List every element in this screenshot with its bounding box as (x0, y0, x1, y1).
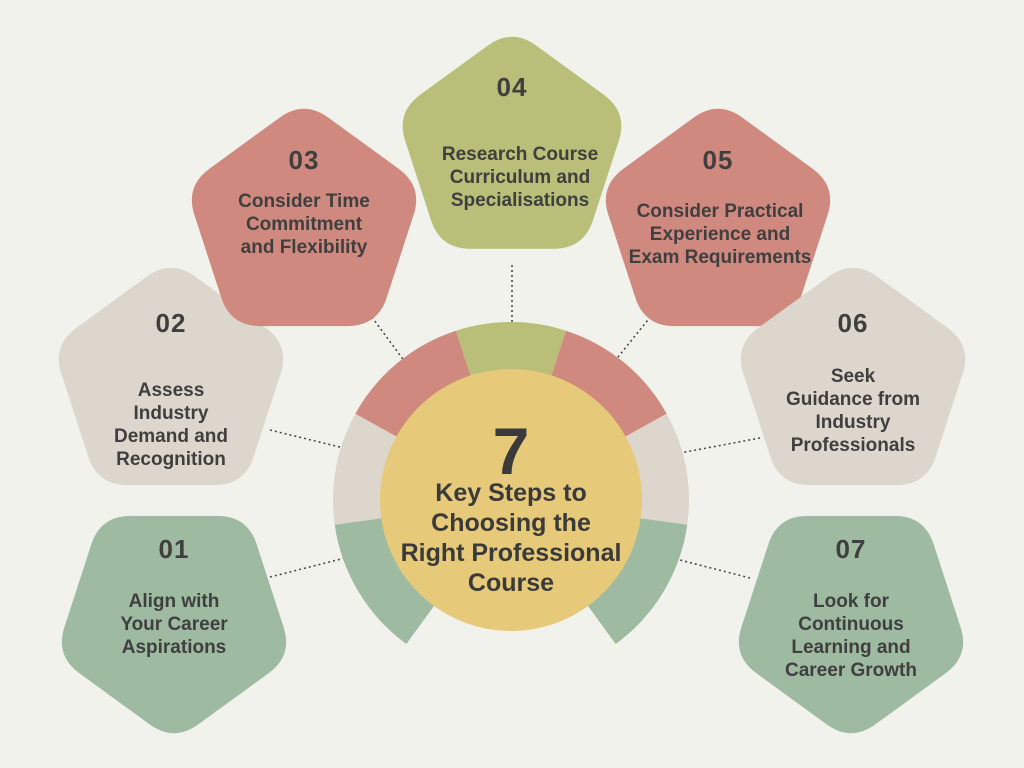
step-label-line: Industry (815, 412, 891, 433)
step-label-line: Research Course (441, 144, 599, 165)
center-number: 7 (492, 414, 530, 488)
center-title-line: Course (467, 569, 555, 597)
ring-segment-04 (455, 322, 567, 379)
step-label-line: Industry (133, 403, 209, 424)
center-circle (380, 369, 642, 631)
step-label-line: Exam Requirements (628, 247, 812, 268)
step-label-line: Look for (813, 591, 889, 612)
step-label-line: Demand and (113, 426, 229, 447)
step-label-line: Experience and (649, 224, 791, 245)
step-label-line: Your Career (120, 614, 228, 635)
step-label-line: Continuous (798, 614, 904, 635)
ring-segment-01 (334, 517, 436, 645)
center-title-line: Right Professional (400, 539, 622, 567)
ring-segment-05 (550, 330, 667, 438)
step-label-line: Curriculum and (449, 167, 591, 188)
connector-line-06 (679, 437, 761, 454)
step-number-02: 02 (155, 308, 187, 338)
center-title-line: Choosing the (431, 509, 591, 537)
step-label-line: Professionals (790, 435, 916, 456)
center-title: Key Steps to Choosing the Right Professi… (381, 478, 641, 598)
connector-line-07 (679, 559, 751, 579)
step-pentagon-07 (738, 515, 964, 734)
step-label-line: Guidance from (785, 389, 921, 410)
connector-line-05 (613, 304, 661, 363)
step-pentagon-01 (61, 515, 287, 734)
ring-segment-07 (586, 517, 688, 645)
step-number-04: 04 (496, 72, 528, 102)
step-number-07: 07 (835, 534, 867, 564)
step-shapes (58, 36, 966, 734)
step-label-line: and Flexibility (240, 237, 368, 258)
ring-segment-03 (355, 330, 472, 438)
step-number-03: 03 (288, 145, 320, 175)
step-label-line: Seek (830, 366, 876, 387)
step-label-line: Consider Practical (636, 201, 804, 222)
step-label-line: Commitment (245, 214, 363, 235)
step-pentagon-04 (402, 36, 622, 249)
step-label-line: Career Growth (785, 660, 917, 681)
step-pentagon-05 (605, 108, 831, 327)
step-label-line: Aspirations (121, 637, 227, 658)
step-label-line: Specialisations (450, 190, 590, 211)
connector-line-02 (269, 429, 349, 450)
step-number-01: 01 (158, 534, 190, 564)
step-number-06: 06 (837, 308, 869, 338)
step-label-line: Align with (128, 591, 220, 612)
step-pentagon-02 (58, 267, 284, 486)
connector-line-01 (269, 557, 346, 578)
center-title-line: Key Steps to (435, 479, 587, 507)
step-number-05: 05 (702, 145, 734, 175)
step-label-line: Recognition (116, 449, 226, 470)
step-label-line: Assess (137, 380, 205, 401)
step-label-line: Consider Time (238, 191, 370, 212)
step-pentagon-03 (191, 108, 417, 327)
step-pentagon-06 (740, 267, 966, 486)
step-label-line: Learning and (791, 637, 911, 658)
